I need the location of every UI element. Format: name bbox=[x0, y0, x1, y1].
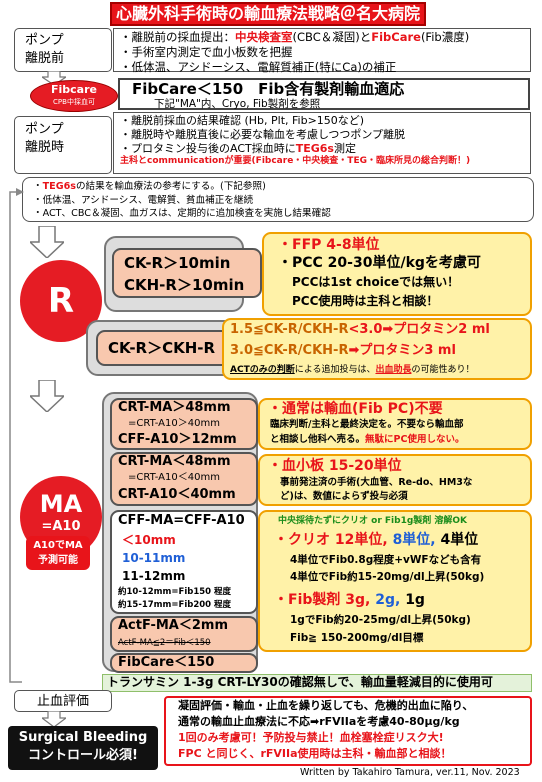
r-cond-1: CK-R＞10min CKH-R＞10min bbox=[112, 248, 262, 298]
surgical-bleeding-box: Surgical Bleeding コントロール必須! bbox=[8, 726, 158, 770]
r-protamine: 1.5≦CK-R/CKH-R<3.0➡プロタミン2 ml 3.0≦CK-R/CK… bbox=[222, 318, 532, 380]
ma-cond-4: ActF-MA＜2mm ActF-MA≦2＝Fib＜150 bbox=[110, 616, 258, 652]
r-therapy-1: ・FFP 4-8単位 ・PCC 20-30単位/kgを考慮可 PCCは1st c… bbox=[262, 232, 532, 316]
ma-cond-3: CFF-MA=CFF-A10 ＜10mm 10-11mm 11-12mm 約10… bbox=[110, 510, 258, 614]
ma-therapy-1: ・通常は輸血(Fib PC)不要 臨床判断/主科と最終決定を。不要なら輸血部 と… bbox=[258, 398, 532, 450]
during-box: ・離脱前採血の結果確認 (Hb, Plt, Fib>150など) ・離脱時や離脱… bbox=[113, 112, 531, 174]
ma-therapy-3: 中央採待たずにクリオ or Fib1g製剤 溶解OK ・クリオ 12単位, 8単… bbox=[258, 510, 532, 652]
down-arrow-icon bbox=[30, 380, 64, 412]
teg-box: ・TEG6sの結果を輸血療法の参考にする。(下記参照) ・低体温、アシドーシス、… bbox=[22, 177, 534, 222]
fib-rule: FibCare＜150 Fib含有製剤輸血適応 下記"MA"内、Cryo, Fi… bbox=[118, 78, 530, 110]
ma-therapy-2: ・血小板 15-20単位 事前発注済の手術(大血管、Re-do、HM3な ど)は… bbox=[258, 454, 532, 506]
ma-cond-1: CRT-MA＞48mm =CRT-A10＞40mm CFF-A10＞12mm bbox=[110, 398, 258, 450]
tranexamic-bar: トランサミン 1-3g CRT-LY30の確認無しで、輸血量軽減目的に使用可 bbox=[102, 674, 532, 692]
phase-during: ポンプ 離脱時 bbox=[14, 116, 112, 174]
phase-pre: ポンプ 離脱前 bbox=[14, 28, 112, 72]
final-box: 凝固評価・輸血・止血を繰り返しても、危機的出血に陥り、 通常の輸血止血療法に不応… bbox=[164, 696, 532, 766]
pre-box: ・離脱前の採血提出：中央検査室(CBC＆凝固)とFibCare(Fib濃度) ・… bbox=[113, 28, 531, 74]
down-arrow-icon bbox=[30, 226, 64, 258]
page-title: 心臓外科手術時の輸血療法戦略＠名大病院 bbox=[115, 4, 420, 23]
ma-badge: A10でMA 予測可能 bbox=[26, 536, 90, 570]
fibcare-badge: Fibcare CPB中採血可 bbox=[30, 80, 118, 112]
ma-cond-5: FibCare＜150 bbox=[110, 653, 258, 673]
loop-line bbox=[9, 188, 24, 683]
down-arrow-icon bbox=[42, 711, 66, 727]
r-cond-2: CK-R＞CKH-R bbox=[96, 330, 236, 366]
title-bar: 心臓外科手術時の輸血療法戦略＠名大病院 bbox=[110, 2, 426, 26]
r-circle: R bbox=[20, 260, 102, 342]
phase-evaluation: 止血評価 bbox=[14, 690, 112, 712]
footer-credit: Written by Takahiro Tamura, ver.11, Nov.… bbox=[300, 767, 520, 778]
ma-cond-2: CRT-MA＜48mm =CRT-A10＜40mm CRT-A10＜40mm bbox=[110, 452, 258, 506]
